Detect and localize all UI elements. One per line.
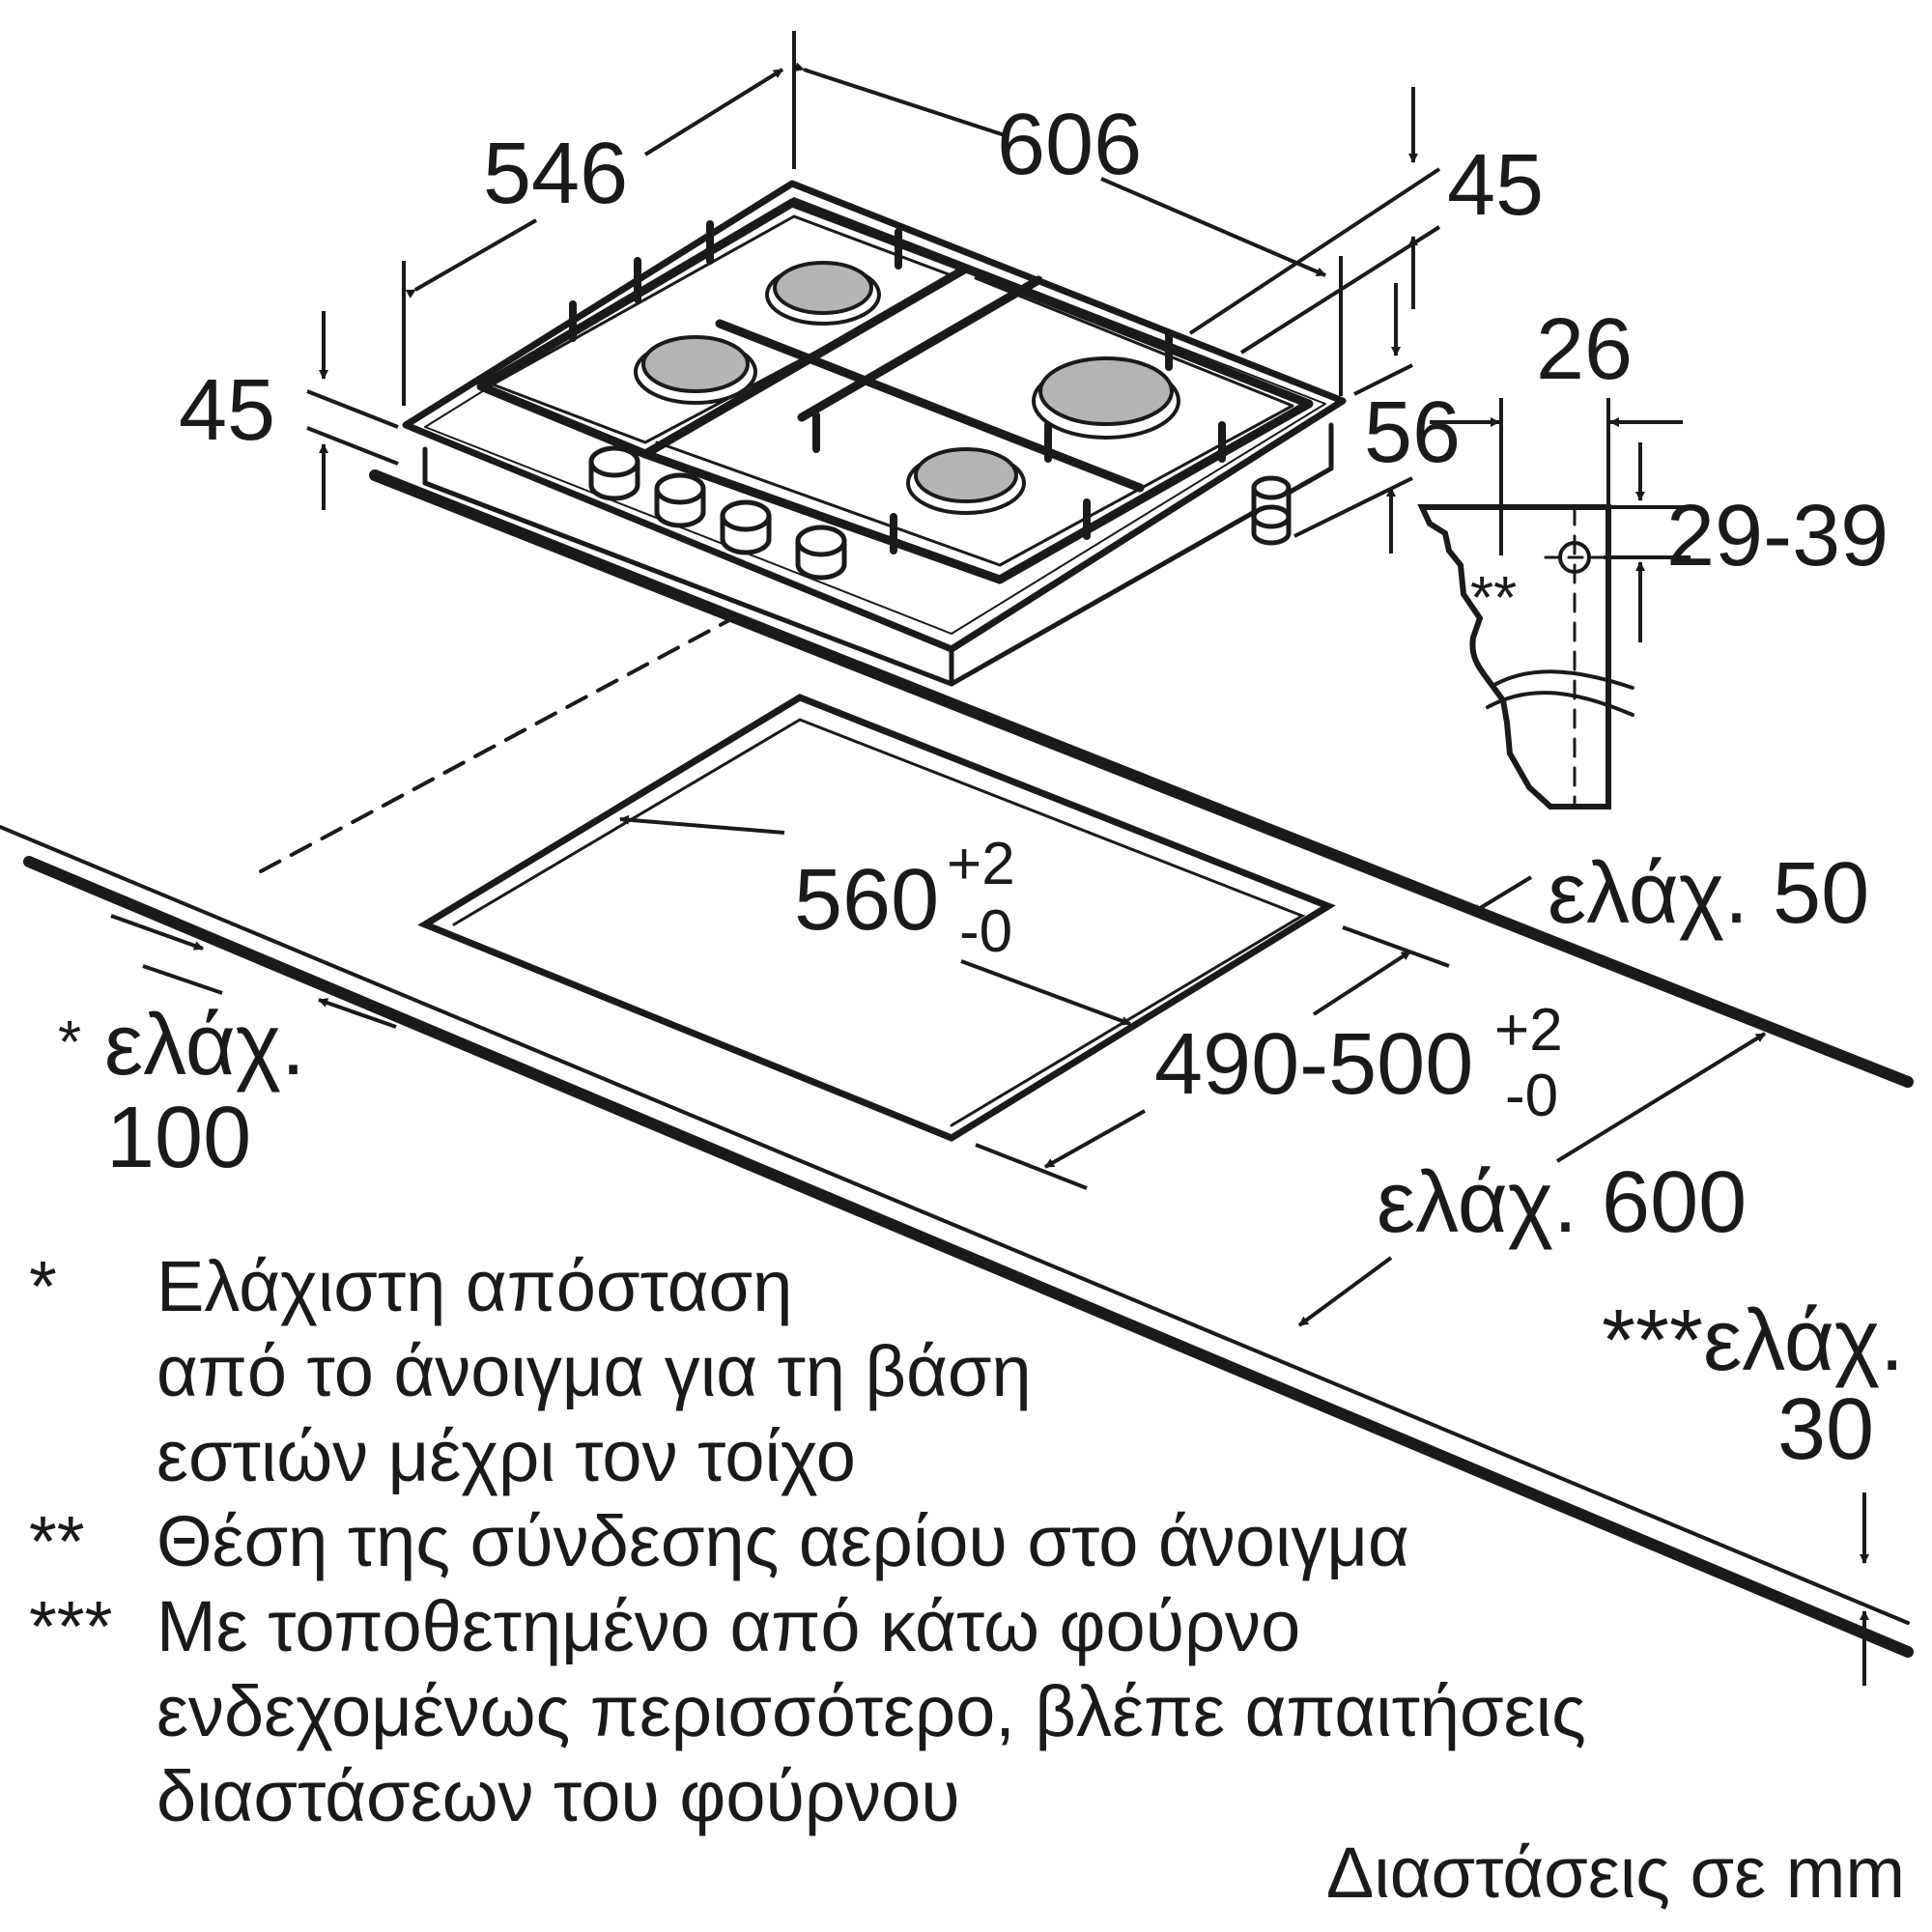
countertop	[0, 469, 1914, 1658]
dim-min-bottom-value: 30	[1777, 1381, 1874, 1478]
dim-top-width: 606	[997, 97, 1142, 193]
knob-2	[654, 472, 706, 528]
dim-cutout-width-tol-minus: -0	[959, 898, 1012, 965]
footnote-text: Θέση της σύνδεσης αερίου στο άνοιγμα	[156, 1501, 1409, 1581]
knob-4	[795, 525, 847, 581]
cutout-outer	[417, 694, 1336, 1142]
dim-cutout-depth-tol-minus: -0	[1505, 1063, 1558, 1129]
dim-min-front: ελάχ. 600	[1377, 1154, 1747, 1251]
knob-3	[720, 499, 772, 555]
footnote-text: Ελάχιστη απόσταση από το άνοιγμα για τη …	[156, 1246, 1032, 1496]
footnote-text: Με τοποθετημένο από κάτω φούρνο ενδεχομέ…	[156, 1586, 1586, 1836]
burner-rear-left	[765, 261, 881, 326]
gas-connector-detail	[1417, 504, 1634, 810]
connector-mark: **	[1470, 565, 1517, 632]
footnote-mark: **	[29, 1501, 85, 1581]
hob-drawing	[402, 180, 1347, 687]
wall-reference-dashed	[259, 618, 731, 873]
dimension-lines	[110, 31, 1869, 1686]
control-knobs	[588, 445, 847, 581]
dim-min-back: ελάχ. 50	[1548, 845, 1869, 942]
burner-front-right	[906, 447, 1026, 515]
dim-min-wall-label: ελάχ.	[104, 997, 305, 1094]
dim-min-wall-value: 100	[106, 1090, 251, 1186]
burner-front-left	[634, 335, 757, 405]
dim-cutout-width: 560	[794, 852, 939, 949]
dim-foot-height: 56	[1364, 384, 1461, 481]
connector-profile	[1417, 504, 1611, 810]
dimension-labels: 546 606 45 45 56 26 29-39 ** 560 +2 -0 4…	[58, 97, 1904, 1478]
footnote-mark: ***	[29, 1586, 113, 1666]
dim-top-right-height: 45	[1447, 137, 1544, 234]
dim-min-wall-mark: *	[58, 1009, 81, 1076]
footnote-3: *** Με τοποθετημένο από κάτω φούρνο ενδε…	[29, 1584, 1903, 1839]
counter-back-edge	[369, 469, 1914, 1088]
dim-connector-height: 29-39	[1666, 488, 1889, 584]
gas-connector-foot	[1251, 475, 1292, 546]
units-label: Διαστάσεις σε mm	[1325, 1833, 1905, 1913]
footnote-1: * Ελάχιστη απόσταση από το άνοιγμα για τ…	[29, 1244, 1903, 1499]
dim-connector-width: 26	[1536, 301, 1633, 398]
footnote-mark: *	[29, 1246, 57, 1326]
dim-left-height: 45	[179, 362, 275, 459]
support-fingers	[569, 220, 1226, 554]
dim-top-depth: 546	[483, 126, 628, 222]
burners	[634, 261, 1180, 515]
footnote-2: ** Θέση της σύνδεσης αερίου στο άνοιγμα	[29, 1499, 1903, 1584]
counter-front-edge-upper	[0, 825, 1910, 1625]
dim-min-bottom-label: ***ελάχ.	[1602, 1293, 1904, 1389]
dim-cutout-depth-tol-plus: +2	[1494, 997, 1563, 1064]
dim-cutout-depth: 490-500	[1154, 1016, 1473, 1113]
dim-cutout-width-tol-plus: +2	[947, 831, 1015, 897]
counter-front-edge-lower	[23, 856, 1914, 1658]
pan-supports	[476, 198, 1314, 584]
burner-rear-right	[1032, 356, 1180, 440]
knob-1	[588, 445, 640, 501]
footnotes: * Ελάχιστη απόσταση από το άνοιγμα για τ…	[29, 1244, 1903, 1839]
